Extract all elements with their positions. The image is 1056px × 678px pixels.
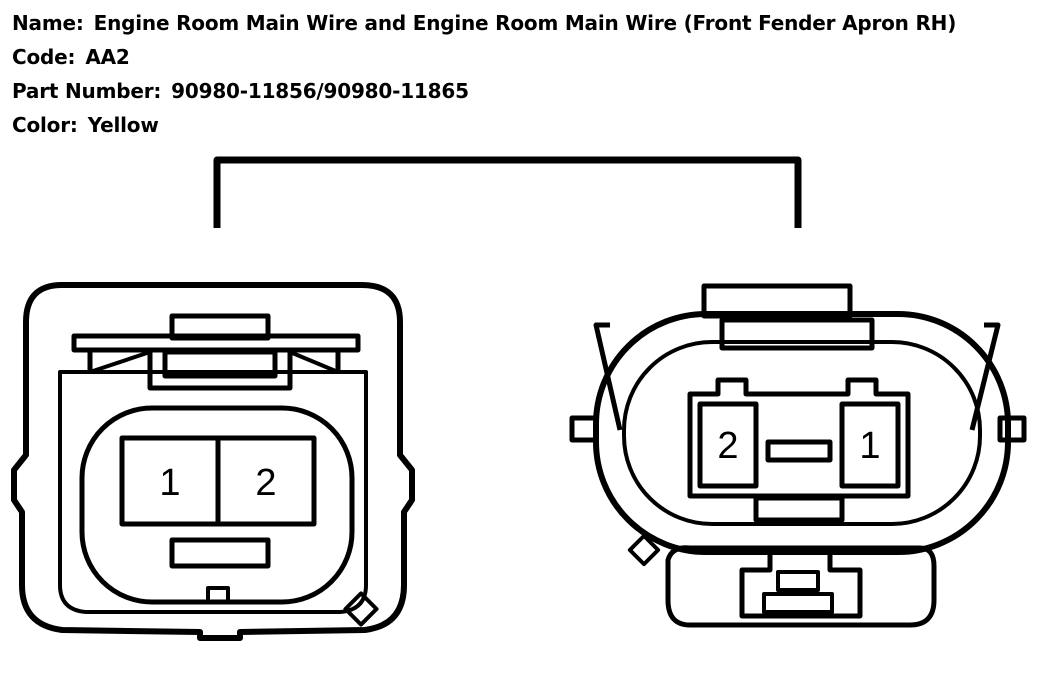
left-pin-2-cell	[215, 435, 317, 527]
right-connector-housing	[593, 311, 1011, 555]
connector-link-bracket	[213, 156, 802, 228]
left-bottom-key	[169, 537, 271, 569]
right-ear-left	[569, 415, 599, 443]
name-value: Engine Room Main Wire and Engine Room Ma…	[93, 11, 957, 35]
part-number-label: Part Number:	[12, 79, 162, 103]
right-ear-right	[997, 415, 1027, 443]
right-lower-latch-body	[665, 545, 937, 628]
left-lock-latch	[147, 350, 293, 391]
color-value: Yellow	[87, 113, 159, 137]
left-connector-inner-skirt	[58, 370, 368, 614]
color-label: Color:	[12, 113, 78, 137]
left-bottom-notch	[206, 586, 230, 604]
right-latch-button	[762, 592, 834, 614]
part-number-row: Part Number: 90980-11856/90980-11865	[12, 74, 956, 108]
right-wing-left	[593, 322, 623, 431]
code-row: Code: AA2	[12, 40, 956, 74]
left-pin-1-label: 1	[159, 462, 180, 504]
right-latch-stem	[739, 548, 863, 619]
right-latch-stem-cap	[776, 570, 820, 592]
right-pin-1-label: 1	[859, 425, 880, 467]
right-connector-inner-oval	[622, 340, 982, 526]
left-pin-2-label: 2	[255, 462, 276, 504]
right-pin-2-label: 2	[717, 425, 738, 467]
connector-info: Name: Engine Room Main Wire and Engine Ro…	[12, 6, 956, 142]
color-row: Color: Yellow	[12, 108, 956, 142]
left-connector: 1 2	[11, 282, 415, 641]
right-terminal-frame	[687, 377, 911, 499]
left-guide-right	[289, 350, 339, 374]
left-lock-window	[162, 349, 278, 379]
right-side-tab	[627, 533, 661, 567]
part-number-value: 90980-11856/90980-11865	[171, 79, 469, 103]
name-row: Name: Engine Room Main Wire and Engine Ro…	[12, 6, 956, 40]
right-pin-2-cell	[697, 401, 759, 489]
left-guide-left	[89, 350, 151, 374]
left-top-rail	[71, 333, 361, 353]
right-connector: 2 1	[569, 283, 1027, 628]
code-label: Code:	[12, 45, 76, 69]
left-connector-housing	[11, 282, 415, 641]
right-wing-right	[969, 322, 1001, 431]
right-center-key	[765, 439, 833, 463]
right-bottom-slot	[753, 495, 845, 523]
code-value: AA2	[85, 45, 130, 69]
left-corner-clip	[343, 591, 379, 627]
name-label: Name:	[12, 11, 84, 35]
right-top-key	[719, 317, 875, 351]
right-pin-1-cell	[839, 401, 901, 489]
